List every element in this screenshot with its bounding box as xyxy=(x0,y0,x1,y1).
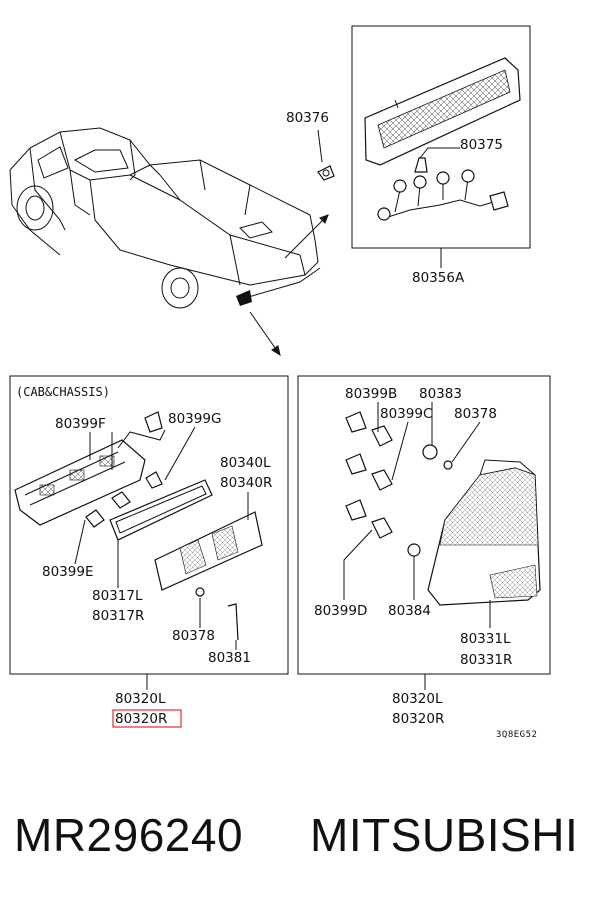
bulb-label: 80375 xyxy=(460,137,503,153)
label-80383: 80383 xyxy=(419,386,462,402)
gasket-plate xyxy=(109,479,213,541)
label-80378-right: 80378 xyxy=(454,406,497,422)
label-80381: 80381 xyxy=(208,650,251,666)
label-80399e: 80399E xyxy=(42,564,93,580)
clip-part xyxy=(317,129,335,181)
left-assembly-r: 80320R xyxy=(115,711,167,727)
right-assembly-l: 80320L xyxy=(392,691,443,707)
lamp-group-label: 80356A xyxy=(412,270,465,286)
label-80317r: 80317R xyxy=(92,608,144,624)
section-title: (CAB&CHASSIS) xyxy=(16,385,110,399)
bulb-sockets xyxy=(345,411,453,557)
label-80399c: 80399C xyxy=(380,406,432,422)
label-80317l: 80317L xyxy=(92,588,143,604)
lens-plate xyxy=(154,511,263,591)
highlight-box xyxy=(112,709,182,728)
label-80399d: 80399D xyxy=(314,603,367,619)
high-mount-lamp xyxy=(364,57,521,166)
label-80378-left: 80378 xyxy=(172,628,215,644)
tail-lamp-box xyxy=(297,375,551,675)
label-80340r: 80340R xyxy=(220,475,272,491)
truck-illustration xyxy=(9,127,329,357)
label-80399b: 80399B xyxy=(345,386,397,402)
screw xyxy=(227,603,239,641)
brand-name: MITSUBISHI xyxy=(310,809,579,861)
label-80384: 80384 xyxy=(388,603,431,619)
drawing-code: 3Q8EG52 xyxy=(496,730,537,740)
cab-chassis-box xyxy=(9,375,289,675)
label-80331r: 80331R xyxy=(460,652,512,668)
label-80399f: 80399F xyxy=(55,416,106,432)
wiring-harness xyxy=(377,157,509,221)
part-number: MR296240 xyxy=(14,809,244,861)
right-assembly-r: 80320R xyxy=(392,711,444,727)
label-80399g: 80399G xyxy=(168,411,221,427)
clip-label: 80376 xyxy=(286,110,329,126)
washer xyxy=(195,587,205,597)
tail-lamp-lens xyxy=(427,459,541,606)
parts-diagram: 80376 80375 80356A (CAB&CHASSIS) xyxy=(9,25,551,740)
label-80331l: 80331L xyxy=(460,631,511,647)
left-assembly-l: 80320L xyxy=(115,691,166,707)
label-80340l: 80340L xyxy=(220,455,271,471)
